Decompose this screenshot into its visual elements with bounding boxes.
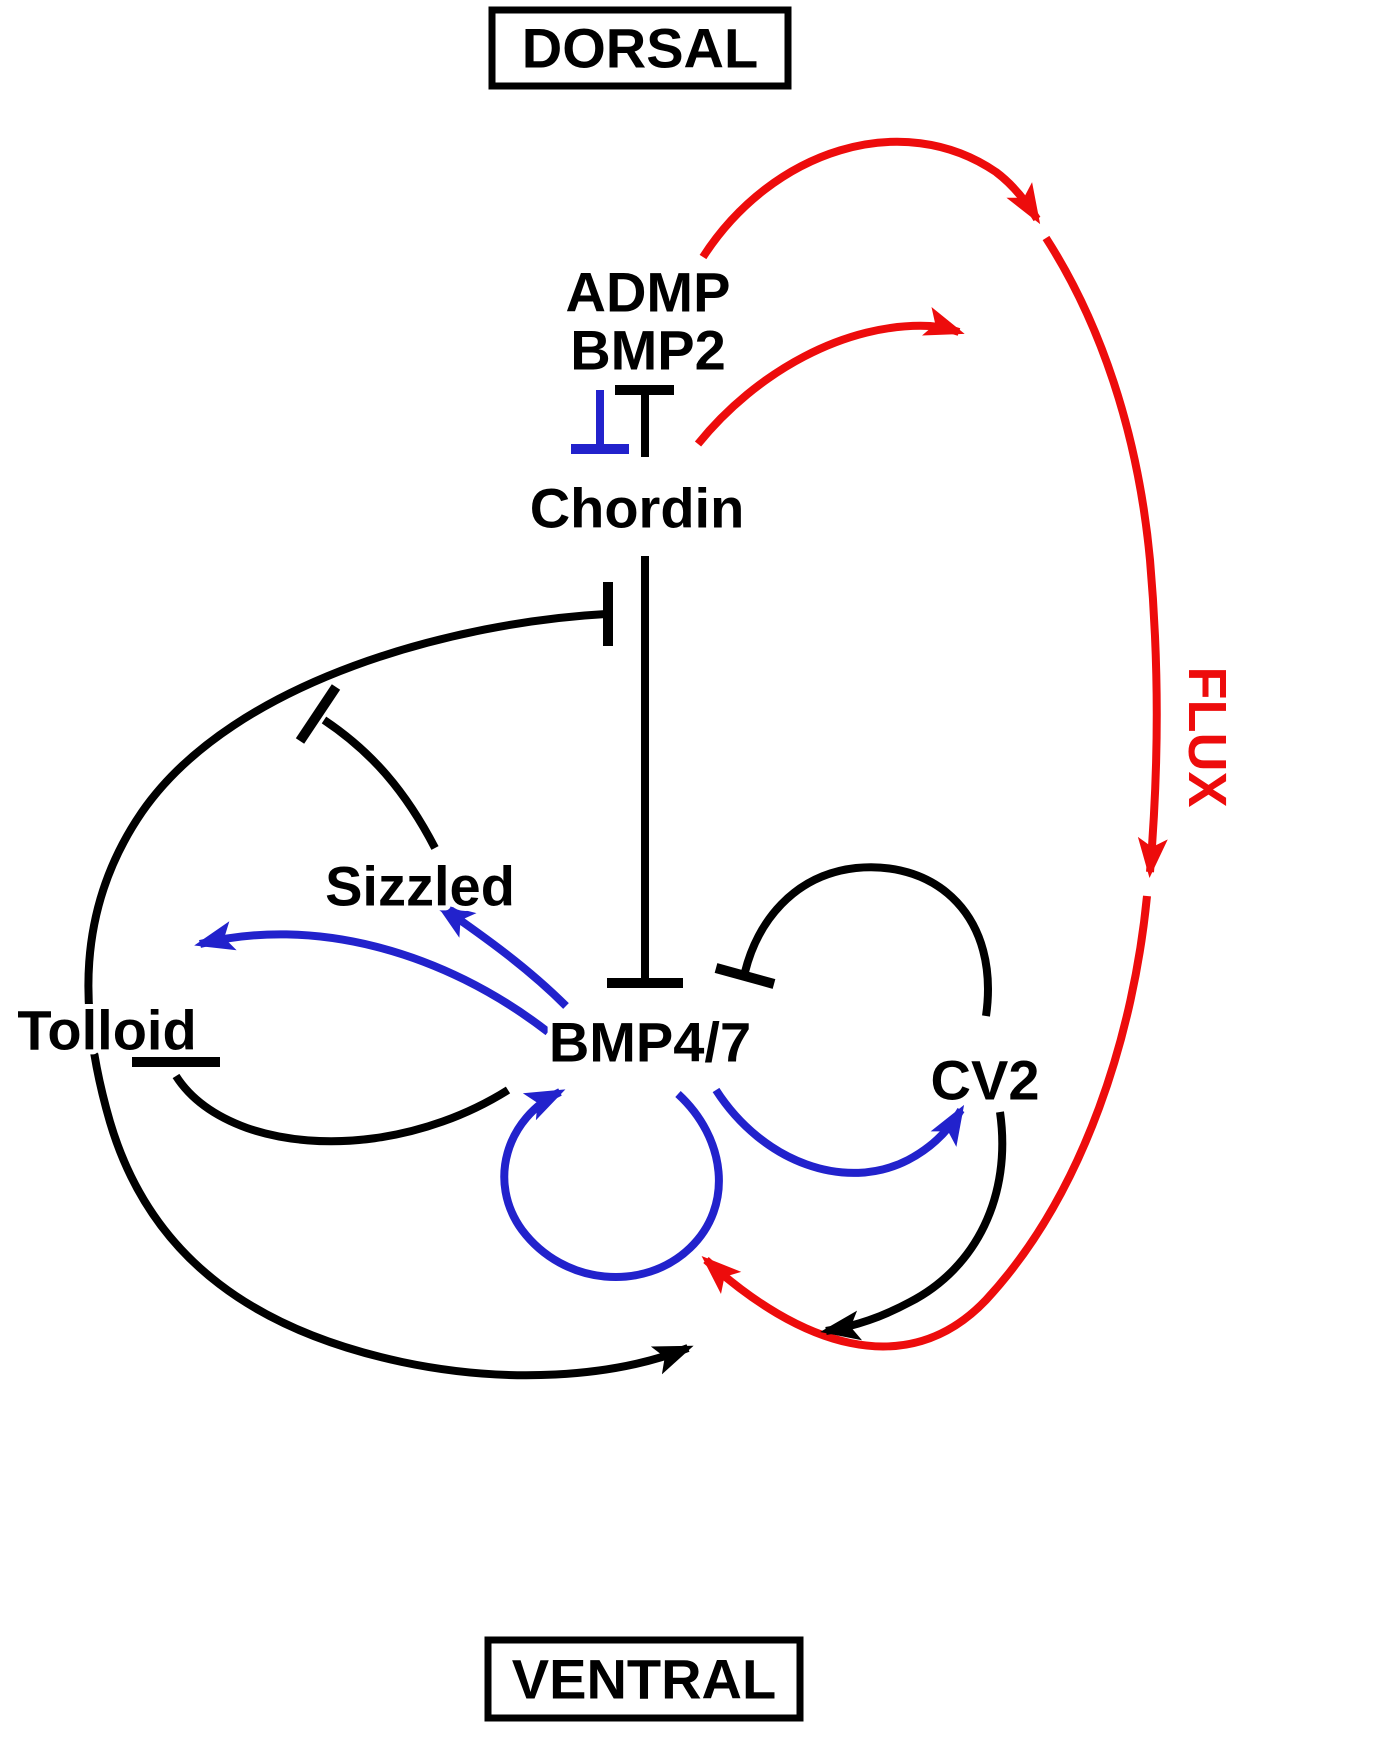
edge-bmp47-self-activation-loop [500,1088,723,1281]
edge-tolloid-inhibits-chordin-and-ventral-flow [84,610,694,1380]
node-label-cv2: CV2 [931,1049,1040,1112]
node-label-chordin: Chordin [530,477,745,540]
node-label-bmp2: BMP2 [570,319,726,382]
edge-bmp47-activates-cv2 [712,1087,965,1177]
edge-bmp47-activates-sizzled [435,902,569,1009]
edge-cv2-to-ventral-pool [820,1111,1007,1341]
flux-paths [694,137,1168,1351]
black-interaction-paths [84,385,1007,1380]
dorsal-label: DORSAL [522,17,758,80]
tbar-at-bmp47-right [714,963,776,989]
node-label-sizzled: Sizzled [325,855,515,918]
flux-arc-to-bmp47 [701,895,1151,1351]
flux-arc-admp-top [699,137,1041,260]
flux-arc-chordin [694,307,965,447]
node-label-bmp47: BMP4/7 [549,1011,751,1074]
dorsal-region: DORSAL [488,6,792,90]
dorsal-box [488,6,792,90]
edge-bmp47-activates-tolloid [194,921,551,1036]
ventral-box [484,1636,804,1722]
node-labels: ADMP BMP2 Chordin Sizzled Tolloid BMP4/7… [12,256,1237,1117]
ventral-label: VENTRAL [512,1648,776,1711]
node-label-tolloid: Tolloid [17,999,196,1062]
edge-inhibits-tolloid [172,1073,511,1146]
flux-arc-right-side [1042,235,1168,878]
flux-text-label: FLUX [1177,667,1237,808]
edge-cv2-inhibits-bmp47 [741,863,992,1017]
blue-interaction-paths [194,390,965,1281]
ventral-region: VENTRAL [484,1636,804,1722]
edge-sizzled-inhibits-tolloid-arc [321,716,439,850]
node-label-admp: ADMP [566,261,731,324]
tbar-on-tolloid-arc [295,684,341,744]
